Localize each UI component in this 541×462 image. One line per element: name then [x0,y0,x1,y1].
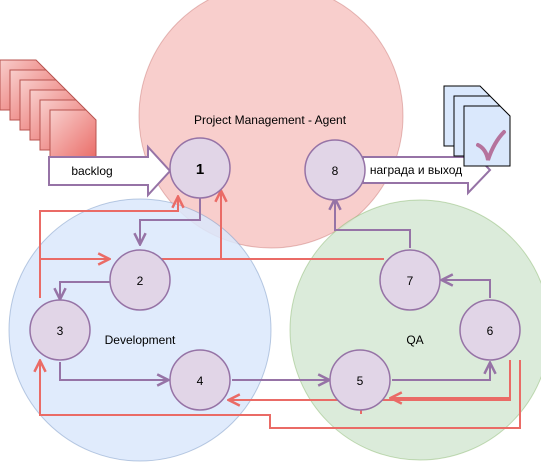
node-8[interactable] [304,139,366,201]
node-5-label: 5 [357,374,364,388]
node-3[interactable] [29,299,91,361]
node-7-label: 7 [407,274,414,288]
node-4[interactable] [169,349,231,411]
node-6-label: 6 [487,324,494,338]
backlog-label: backlog [71,164,112,178]
edge-3-to-1 [39,198,178,298]
edge-2-to-3 [60,281,110,298]
node-2-label: 2 [137,274,144,288]
node-5[interactable] [329,349,391,411]
node-4-label: 4 [197,374,204,388]
reward-label: награда и выход [370,163,462,177]
edge-3-to-4 [59,362,167,380]
node-1[interactable] [169,137,231,199]
node-1-label: 1 [196,161,204,178]
output-documents-icon [443,85,511,167]
backlog-documents-icon [0,59,97,161]
node-8-label: 8 [332,164,339,178]
edge-5-to-6 [392,364,490,381]
zone-label-pm: Project Management - Agent [194,113,347,127]
edge-1-to-2 [140,198,201,243]
edge-6-to-7 [443,280,491,298]
zone-label-qa: QA [406,333,423,347]
node-3-label: 3 [57,324,64,338]
checkmark-icon [476,130,506,161]
node-7[interactable] [379,249,441,311]
edge-7-to-8 [335,200,411,248]
node-2[interactable] [109,249,171,311]
edge-6-to-3 [40,360,521,429]
edge-6-to-4 [230,360,511,400]
zone-label-dev: Development [105,333,176,347]
node-6[interactable] [459,299,521,361]
backlog-arrow [48,144,172,198]
